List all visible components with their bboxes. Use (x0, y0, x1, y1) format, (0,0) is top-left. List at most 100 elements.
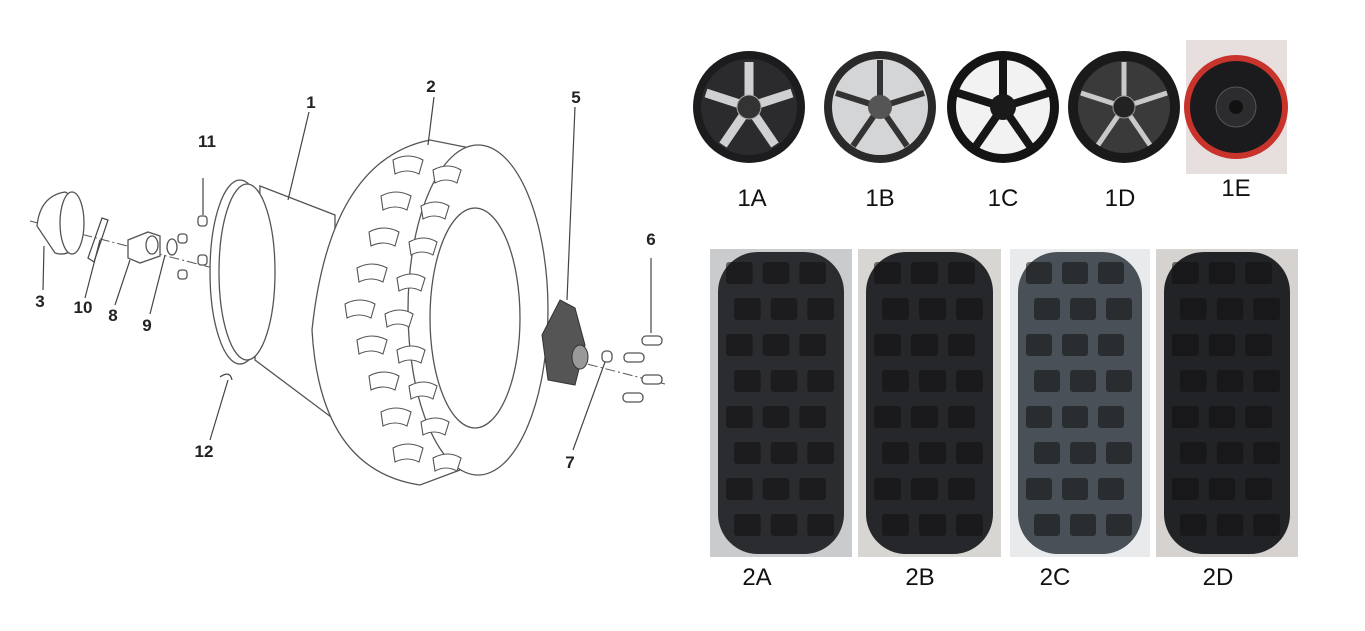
tread-block (882, 442, 909, 464)
tread-block (1026, 406, 1052, 428)
tread-block (956, 370, 983, 392)
tread-block (734, 370, 761, 392)
tread-block (1216, 514, 1244, 536)
tire-caption-2A: 2A (742, 564, 771, 591)
tire-caption-2B: 2B (905, 564, 934, 591)
tire-option-2C (1010, 249, 1150, 557)
tread-block (734, 514, 761, 536)
tread-block (911, 334, 938, 356)
callout-1: 1 (306, 93, 315, 112)
tread-block (874, 262, 901, 284)
tread-block (770, 442, 798, 464)
rim-option-1E (1184, 40, 1288, 174)
tread-block (734, 298, 761, 320)
tread-block (1172, 478, 1199, 500)
callout-6: 6 (646, 230, 655, 249)
leader-lines (42, 96, 652, 451)
tread-block (1098, 334, 1124, 356)
tread-block (956, 514, 983, 536)
tread-block (948, 406, 975, 428)
tread-block (1070, 298, 1096, 320)
tread-block (770, 514, 798, 536)
tread-block (726, 478, 753, 500)
tread-block (1180, 370, 1207, 392)
tread-block (1026, 478, 1052, 500)
tread-block (1253, 442, 1280, 464)
tread-block (1034, 370, 1060, 392)
tread-block (1245, 478, 1272, 500)
tread-block (1208, 262, 1236, 284)
tread-block (799, 334, 826, 356)
tread-block (726, 406, 753, 428)
tread-block (919, 514, 946, 536)
tread-block (770, 298, 798, 320)
callout-9: 9 (142, 316, 151, 335)
tread-block (1245, 406, 1272, 428)
tread-block (1098, 262, 1124, 284)
tread-block (1098, 478, 1124, 500)
rim-caption-1C: 1C (988, 185, 1019, 212)
tread-block (734, 442, 761, 464)
callout-7: 7 (565, 453, 574, 472)
rim-option-1B (824, 51, 936, 163)
tread-block (799, 262, 826, 284)
tread-block (1180, 514, 1207, 536)
tread-block (874, 406, 901, 428)
tread-block (1216, 370, 1244, 392)
tread-block (1172, 406, 1199, 428)
washer-part (166, 238, 178, 256)
tread-block (1253, 370, 1280, 392)
tread-block (762, 334, 790, 356)
tread-block (1216, 298, 1244, 320)
rim-caption-1D: 1D (1105, 185, 1136, 212)
callout-5: 5 (571, 88, 580, 107)
tread-block (1034, 514, 1060, 536)
cotter-pin-part (87, 217, 109, 263)
tread-block (1034, 298, 1060, 320)
tread-block (1180, 442, 1207, 464)
tread-block (807, 514, 834, 536)
tread-block (874, 478, 901, 500)
studs-part (622, 335, 663, 403)
rim-caption-1B: 1B (865, 185, 894, 212)
tire-caption-2D: 2D (1203, 564, 1234, 591)
tread-block (1180, 298, 1207, 320)
tread-block (807, 298, 834, 320)
tread-block (1253, 298, 1280, 320)
tread-block (1062, 334, 1088, 356)
tread-block (807, 370, 834, 392)
tread-block (1098, 406, 1124, 428)
tread-block (1070, 442, 1096, 464)
tire-option-2A (710, 249, 852, 557)
tire-option-2D (1156, 249, 1298, 557)
tread-block (726, 262, 753, 284)
rim-caption-1E: 1E (1221, 175, 1250, 202)
tread-block (911, 478, 938, 500)
callout-11: 11 (198, 132, 216, 151)
tread-block (1062, 478, 1088, 500)
tread-block (882, 514, 909, 536)
tread-block (762, 478, 790, 500)
tread-block (799, 406, 826, 428)
callout-10: 10 (74, 298, 93, 317)
tread-block (919, 370, 946, 392)
castle-nut-part (127, 231, 161, 264)
rim-option-1C (947, 51, 1059, 163)
tread-block (1208, 406, 1236, 428)
tread-block (911, 406, 938, 428)
rim-caption-1A: 1A (737, 185, 766, 212)
tread-block (1208, 478, 1236, 500)
tread-block (1172, 262, 1199, 284)
tread-block (1245, 262, 1272, 284)
tread-block (762, 406, 790, 428)
tire-part (311, 139, 549, 486)
tread-block (1106, 514, 1132, 536)
tread-block (1106, 442, 1132, 464)
tread-block (1245, 334, 1272, 356)
tread-block (1062, 262, 1088, 284)
spacer-part (601, 350, 613, 363)
tread-block (919, 298, 946, 320)
tread-block (948, 262, 975, 284)
tread-block (1026, 262, 1052, 284)
tread-block (882, 370, 909, 392)
